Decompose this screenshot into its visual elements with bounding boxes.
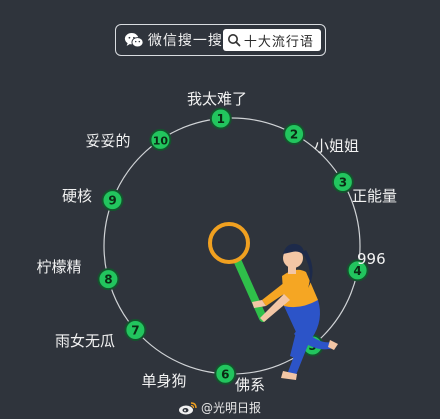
buzzword-label-2: 小姐姐 — [314, 137, 359, 155]
dial-number-9: 9 — [108, 194, 116, 208]
wechat-search-header[interactable]: 微信搜一搜 十大流行语 — [115, 24, 326, 56]
dial-number-2: 2 — [290, 128, 298, 142]
dial-number-6: 6 — [221, 367, 229, 381]
weibo-watermark: @光明日报 — [178, 399, 261, 416]
dial-dot-3 — [331, 171, 354, 193]
weibo-icon — [179, 401, 197, 414]
dial-number-4: 4 — [353, 264, 361, 278]
dial-number-3: 3 — [339, 176, 347, 190]
dial-dot-7 — [124, 319, 147, 341]
buzzword-label-4: 996 — [357, 250, 386, 268]
buzzword-label-3: 正能量 — [352, 187, 397, 205]
dial-dot-1 — [209, 107, 232, 130]
dial-dot-6 — [214, 362, 237, 385]
dial-number-8: 8 — [104, 273, 112, 287]
dial-number-10: 10 — [153, 134, 169, 147]
buzzword-label-8: 柠檬精 — [36, 258, 81, 276]
buzzword-label-5: 佛系 — [235, 376, 265, 394]
dial-number-7: 7 — [131, 324, 139, 338]
search-icon — [227, 34, 241, 47]
buzzword-label-7: 雨女无瓜 — [55, 332, 115, 350]
header-title: 微信搜一搜 — [147, 33, 223, 49]
dial-items: 1我太难了2小姐姐3正能量49965佛系6单身狗7雨女无瓜8柠檬精9硬核10妥妥… — [36, 90, 397, 394]
dial-dot-10 — [149, 128, 172, 151]
watermark-text: @光明日报 — [201, 401, 262, 415]
buzzword-label-6: 单身狗 — [141, 372, 186, 390]
buzzword-label-1: 我太难了 — [187, 90, 247, 108]
dial-dot-9 — [101, 189, 124, 212]
buzzword-label-9: 硬核 — [62, 187, 92, 205]
magnifier-icon — [208, 222, 267, 322]
dial-number-1: 1 — [217, 112, 225, 126]
dial-dot-4 — [346, 259, 369, 282]
buzzword-label-10: 妥妥的 — [85, 132, 130, 150]
dial-dot-2 — [283, 123, 306, 145]
dial-dot-8 — [97, 268, 120, 291]
search-query: 十大流行语 — [243, 34, 314, 50]
search-box[interactable]: 十大流行语 — [222, 29, 321, 51]
person-illustration — [252, 243, 338, 380]
wechat-logo-icon — [124, 33, 144, 48]
